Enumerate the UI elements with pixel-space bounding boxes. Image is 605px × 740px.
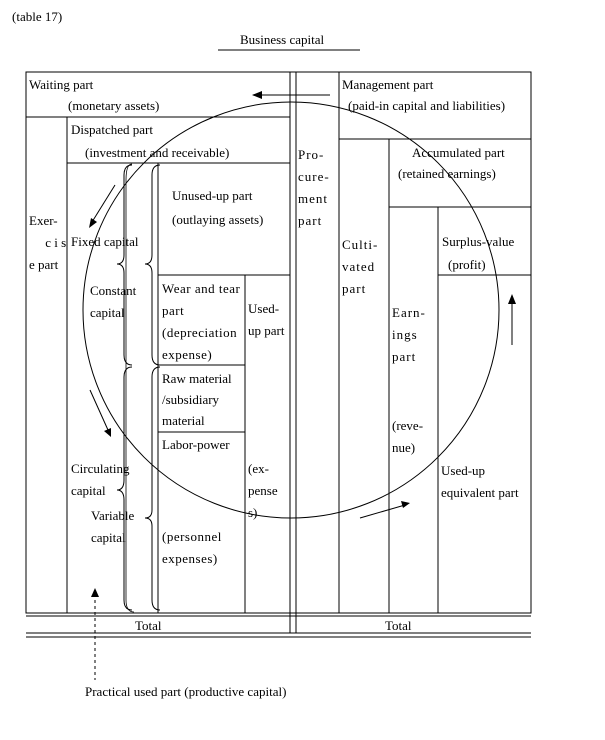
left-total-label: Total <box>135 618 162 633</box>
personnel-expenses-label: (personnel expenses) <box>162 529 222 566</box>
waiting-part-label: Waiting part <box>29 77 94 92</box>
right-total-label: Total <box>385 618 412 633</box>
variable-capital-label: Variable capital <box>91 508 135 545</box>
exercise-part-label: Exer- c i s e part <box>29 213 67 272</box>
wear-tear-part-label: Wear and tear part (depreciation expense… <box>162 281 241 362</box>
unused-up-part-label: Unused-up part <box>172 188 253 203</box>
procurement-part-label: Pro-cure-ment part <box>298 147 330 228</box>
cultivated-part-label: Culti-vated part <box>342 237 379 296</box>
raw-material-label: Raw material /subsidiary material <box>162 371 232 428</box>
investment-receivable-label: (investment and receivable) <box>85 145 230 160</box>
fixed-capital-label: Fixed capital <box>71 234 139 249</box>
table-reference: (table 17) <box>12 9 63 24</box>
brace-variable <box>116 366 133 611</box>
arrow-bottom <box>359 504 406 519</box>
used-up-part-label: Used-up part <box>248 301 285 338</box>
paid-in-capital-label: (paid-in capital and liabilities) <box>348 98 506 113</box>
used-up-equivalent-label: Used-up equivalent part <box>441 463 519 500</box>
accumulated-part-label: Accumulated part <box>412 145 505 160</box>
earnings-part-label: Earn-ings part <box>392 305 426 364</box>
monetary-assets-label: (monetary assets) <box>68 98 160 113</box>
retained-earnings-label: (retained earnings) <box>398 166 496 181</box>
page-title: Business capital <box>240 32 325 47</box>
table-frame <box>25 71 532 614</box>
brace-constant <box>116 164 133 366</box>
labor-power-label: Labor-power <box>162 437 230 452</box>
dispatched-part-label: Dispatched part <box>71 122 153 137</box>
outlaying-assets-label: (outlaying assets) <box>172 212 264 227</box>
constant-capital-label: Constant capital <box>90 283 137 320</box>
management-part-label: Management part <box>342 77 434 92</box>
circulating-capital-label: Circulating capital <box>71 461 130 498</box>
profit-label: (profit) <box>448 257 486 272</box>
circulation-circle <box>82 101 500 519</box>
arrow-left-upper <box>91 184 116 223</box>
expenses-label: (ex-pense s) <box>248 461 278 520</box>
footer-caption: Practical used part (productive capital) <box>85 684 287 699</box>
revenue-label: (reve-nue) <box>392 418 424 455</box>
arrow-left-lower <box>89 389 109 431</box>
surplus-value-label: Surplus-value <box>442 234 515 249</box>
